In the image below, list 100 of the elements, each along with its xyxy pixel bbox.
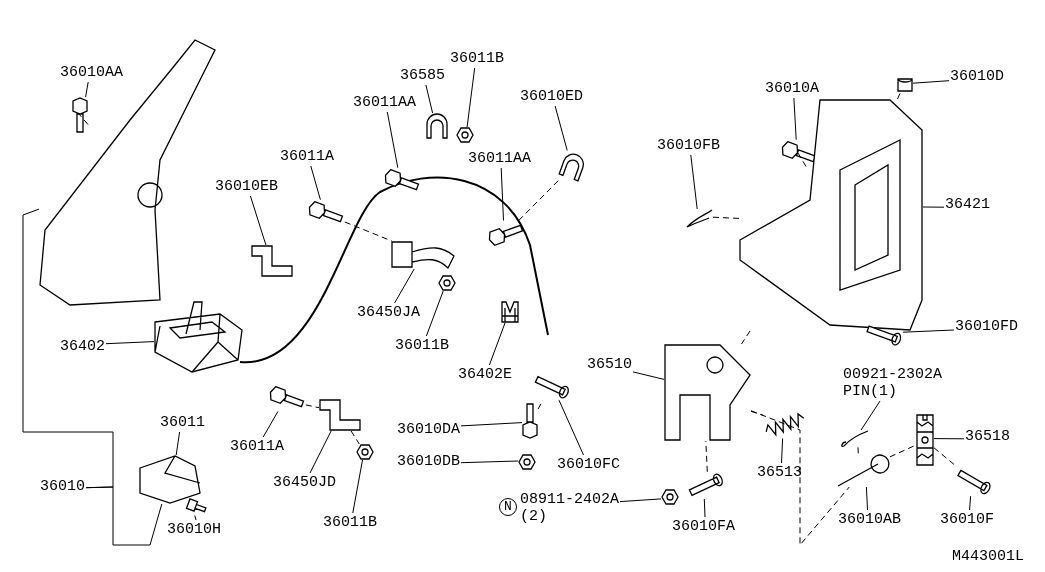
leader-line <box>394 268 415 304</box>
part-number: 36011A <box>230 438 284 455</box>
part-number: 36011B <box>450 50 504 67</box>
part-number: 36010F <box>940 511 994 528</box>
leader-line <box>969 495 972 511</box>
part-number: 36011B <box>395 337 449 354</box>
bracket-drawing <box>251 245 293 277</box>
part-number: 36011AA <box>353 94 416 111</box>
switch-drawing <box>139 455 201 504</box>
leader-line <box>425 84 434 114</box>
part-number: 36518 <box>965 428 1010 445</box>
bolt-drawing <box>488 224 524 247</box>
bracket-drawing <box>319 399 361 431</box>
leader-line <box>712 216 740 219</box>
bolt-drawing <box>269 385 305 408</box>
leader-line <box>902 329 955 333</box>
leader-line <box>488 322 506 366</box>
leader-line <box>249 195 267 246</box>
leader-line <box>460 422 523 427</box>
part-number: 36513 <box>757 464 802 481</box>
part-name: PIN(1) <box>843 383 898 400</box>
leader-line <box>741 330 751 345</box>
wire-drawing <box>686 209 713 228</box>
leader-line <box>305 404 320 409</box>
part-number: 36010FD <box>955 318 1018 335</box>
leader-line <box>78 113 89 125</box>
part-number: 36450JD <box>273 474 336 491</box>
part-number: 36010DB <box>397 453 460 470</box>
leader-line <box>194 515 197 521</box>
part-number: 36421 <box>945 196 990 213</box>
leader-line <box>262 411 279 438</box>
pin-drawing <box>866 325 902 346</box>
leader-line <box>690 154 698 210</box>
leader-line <box>85 81 89 98</box>
leader-line <box>619 498 662 503</box>
leader-line <box>500 167 504 221</box>
pin-drawing <box>957 469 991 495</box>
part-number: 36010FB <box>657 137 720 154</box>
drawing-code: M443001L <box>952 548 1024 565</box>
leader-line <box>518 180 559 221</box>
quantity-note: (2) <box>520 508 548 525</box>
clip-drawing <box>501 301 519 323</box>
part-number: 36010A <box>765 80 819 97</box>
leader-line <box>466 67 476 128</box>
bracket-drawing <box>916 414 934 466</box>
leader-line <box>933 438 965 440</box>
part-number: 36010D <box>950 68 1004 85</box>
part-number: 36010DA <box>397 421 460 438</box>
part-number: 00921-2302A <box>843 366 943 383</box>
part-number: 36010ED <box>520 88 583 105</box>
bolt-drawing <box>308 200 344 223</box>
clamp-drawing <box>426 113 448 139</box>
boot-drawing <box>154 301 243 373</box>
leader-line <box>922 206 945 208</box>
leader-line <box>865 486 868 511</box>
part-number: 36011B <box>323 514 377 531</box>
part-number: 36510 <box>587 356 632 373</box>
part-number: 36011A <box>280 148 334 165</box>
leader-line <box>85 486 163 546</box>
leader-line <box>750 410 850 546</box>
leader-line <box>352 459 363 514</box>
part-number: 36010EB <box>215 178 278 195</box>
pin-drawing <box>688 473 723 496</box>
leader-line <box>750 410 764 416</box>
leader-line <box>632 371 665 380</box>
leader-line <box>310 165 321 201</box>
leader-line <box>22 208 114 489</box>
bracket-drawing <box>391 241 455 269</box>
leader-line <box>912 80 950 84</box>
leader-line <box>537 399 544 410</box>
hand-lever-drawing <box>39 39 216 306</box>
screw-drawing <box>185 498 207 513</box>
leader-line <box>703 498 706 518</box>
leader-line <box>793 97 797 141</box>
leader-line <box>781 438 784 464</box>
clamp-drawing <box>558 153 584 182</box>
part-number: 36010AA <box>60 64 123 81</box>
part-number: 08911-2402A <box>520 491 620 508</box>
leader-line <box>105 341 155 345</box>
spring-drawing <box>765 412 805 437</box>
leader-line <box>344 221 393 242</box>
part-number: 36011 <box>160 414 205 431</box>
leader-line <box>797 151 807 167</box>
cotter-pin-drawing <box>841 430 869 448</box>
nut-drawing <box>661 489 679 505</box>
leader-line <box>386 111 399 169</box>
lever-drawing <box>664 344 751 441</box>
leader-line <box>460 460 519 464</box>
part-number: 36010H <box>167 521 221 538</box>
part-number: 36402 <box>60 338 105 355</box>
leader-line <box>350 430 360 445</box>
collar-drawing <box>897 78 913 92</box>
part-number: 36010FC <box>557 456 620 473</box>
pin-drawing <box>534 376 569 399</box>
part-number: 36010FA <box>672 518 735 535</box>
part-number: 36450JA <box>357 304 420 321</box>
part-number: 36585 <box>400 67 445 84</box>
nut-drawing <box>356 444 374 460</box>
leader-line <box>309 430 332 474</box>
part-number: 36010AB <box>838 511 901 528</box>
